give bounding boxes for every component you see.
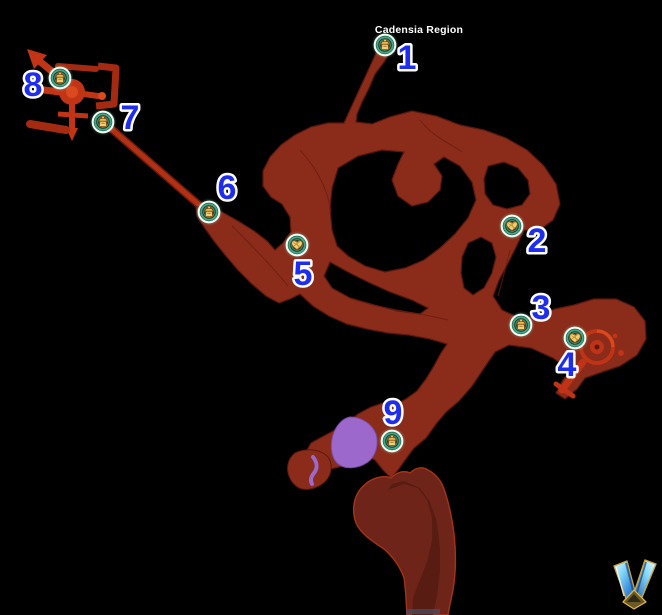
marker-number: 5	[294, 255, 313, 293]
map-marker-7[interactable]: 7	[87, 97, 142, 140]
marker-number: 8	[24, 66, 43, 104]
map-marker-8[interactable]: 8	[21, 62, 76, 107]
marker-number: 9	[384, 394, 403, 432]
marker-number: 1	[398, 39, 417, 77]
lake	[330, 416, 378, 469]
marker-number: 6	[218, 169, 237, 207]
map-marker-1[interactable]: 1	[369, 29, 419, 80]
region-label: Cadensia Region	[375, 24, 463, 36]
terrain-cracks	[231, 119, 511, 321]
lower-landmass	[352, 467, 457, 615]
spiral-landmark	[553, 329, 624, 399]
map-marker-6[interactable]: 6	[193, 167, 239, 228]
map-marker-3[interactable]: 3	[505, 287, 553, 341]
marker-number: 7	[121, 99, 140, 137]
map-marker-2[interactable]: 2	[496, 210, 549, 263]
v-emblem-logo[interactable]	[613, 559, 657, 610]
lower-landmass-edge	[406, 609, 440, 614]
small-lake	[308, 455, 319, 486]
marker-number: 4	[558, 346, 577, 384]
map-marker-4[interactable]: 4	[555, 322, 591, 387]
marker-number: 2	[528, 222, 547, 260]
small-island	[287, 449, 332, 490]
map-marker-5[interactable]: 5	[281, 229, 315, 296]
lower-landmass-shadow	[388, 481, 440, 615]
marker-number: 3	[532, 289, 551, 327]
bridge-path	[103, 121, 210, 215]
map-marker-9[interactable]: 9	[376, 392, 408, 457]
